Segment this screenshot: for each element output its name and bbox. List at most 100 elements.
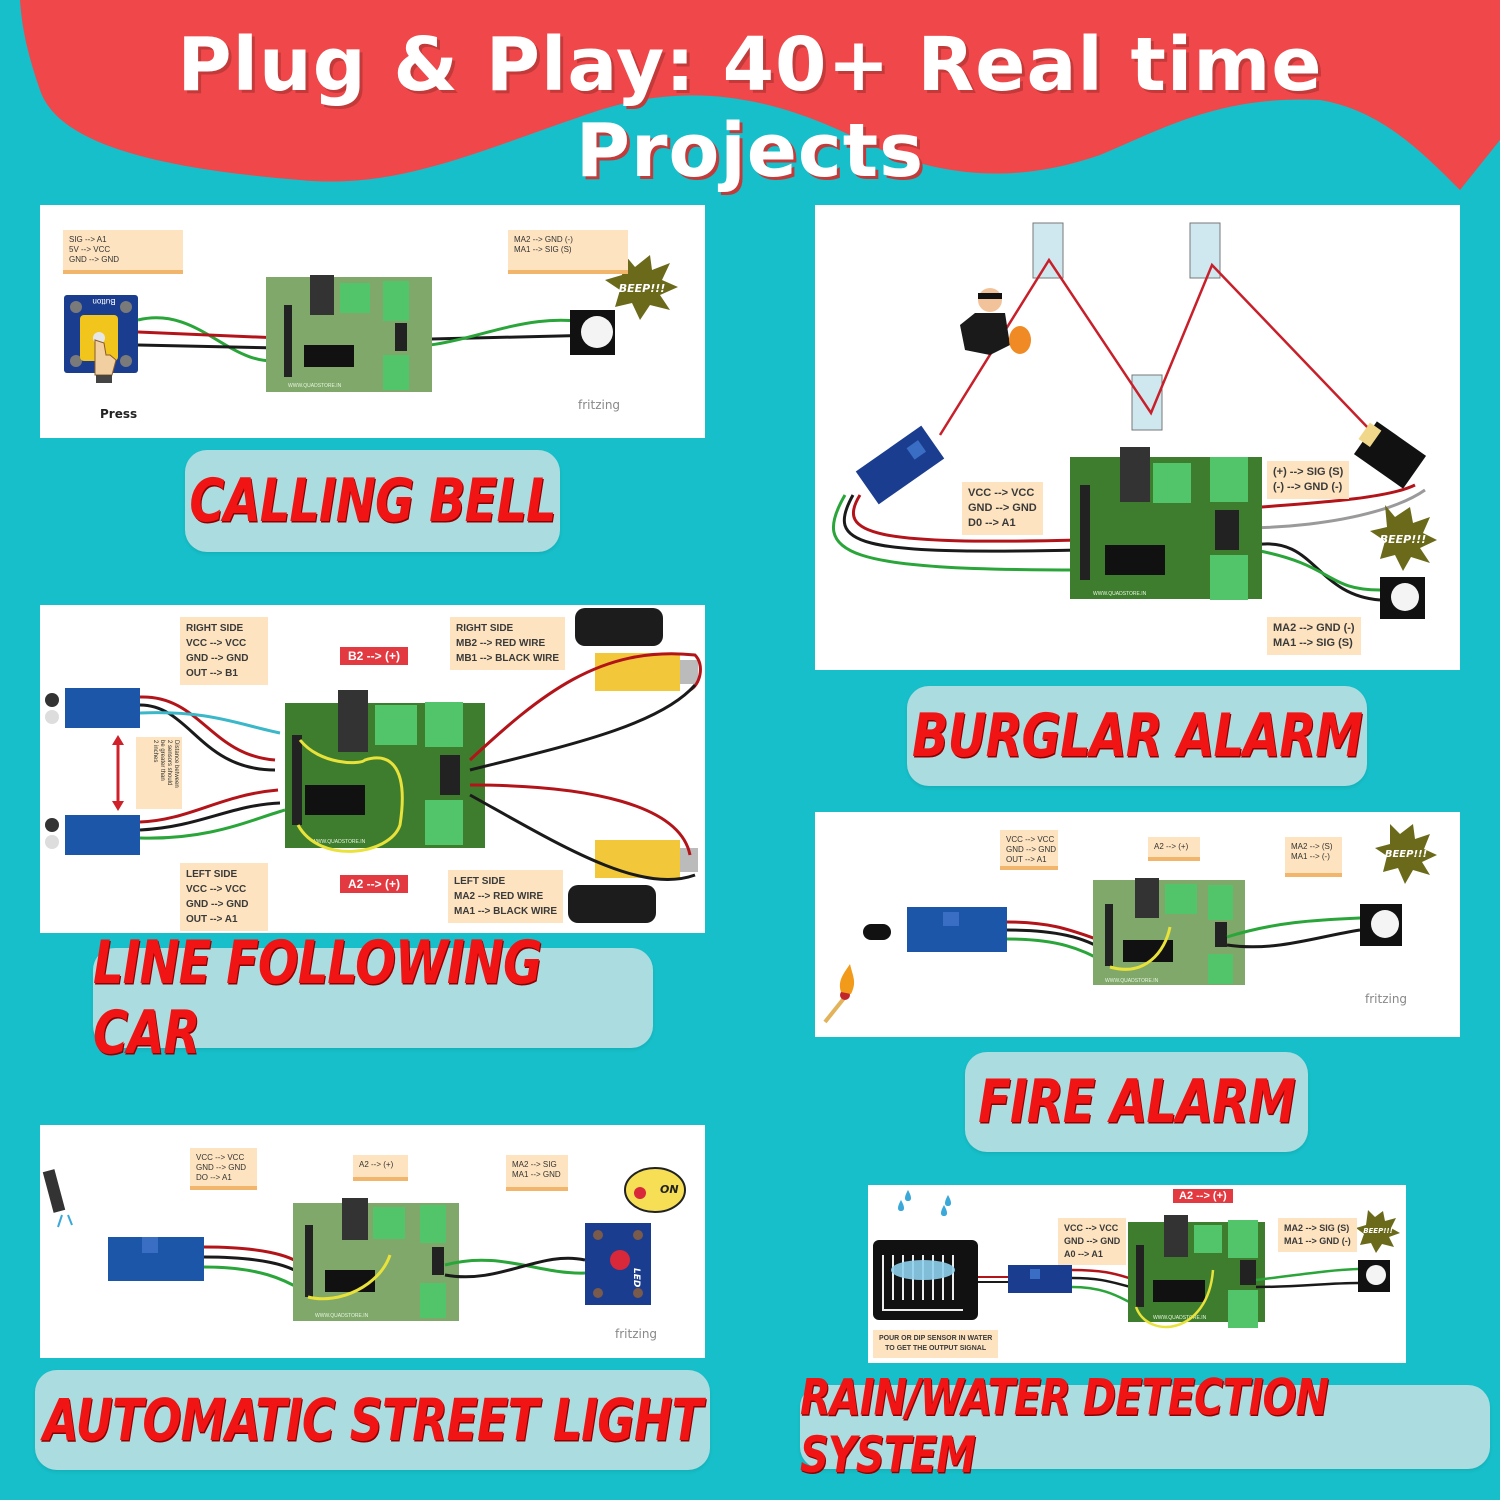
- sensor-note-left: LEFT SIDE VCC --> VCC GND --> GND OUT --…: [180, 863, 268, 931]
- burglar-alarm-diagram: WWW.QUADSTORE.IN BEEP!!! VCC --> VCC GND…: [815, 205, 1460, 670]
- motor-left: [568, 840, 698, 923]
- qbox-board: WWW.QUADSTORE.IN: [285, 690, 485, 848]
- wire-red-3: [468, 652, 702, 762]
- wire-black-3: [469, 684, 697, 772]
- rain-sensor-plate: [873, 1240, 978, 1320]
- matchstick-flame-icon: [823, 964, 855, 1024]
- thief-icon: [960, 288, 1031, 355]
- svg-text:ON: ON: [660, 1183, 679, 1196]
- board-label: WWW.QUADSTORE.IN: [312, 839, 366, 845]
- ir-sensor-right: [45, 688, 140, 728]
- motor-note-left: LEFT SIDE MA2 --> RED WIRE MA1 --> BLACK…: [448, 870, 564, 923]
- beep-burst-icon: BEEP!!!: [1375, 824, 1437, 884]
- wire-green-2: [1254, 548, 1381, 592]
- connection-note-right: MA2 --> SIG (S) MA1 --> GND (-): [1278, 1218, 1357, 1252]
- svg-text:BEEP!!!: BEEP!!!: [619, 282, 666, 295]
- connection-note-left: VCC --> VCC GND --> GND D0 --> A1: [962, 482, 1043, 535]
- buzzer-module: [1358, 1260, 1390, 1292]
- wire-green: [139, 808, 286, 840]
- connection-note-mid: A2 --> (+): [1148, 837, 1200, 861]
- svg-text:BEEP!!!: BEEP!!!: [1380, 533, 1427, 546]
- wire-black: [1006, 928, 1108, 954]
- wire-green-2: [1255, 1267, 1359, 1282]
- board-label: WWW.QUADSTORE.IN: [1105, 978, 1159, 984]
- calling-bell-title: CALLING BELL: [185, 450, 560, 552]
- wire-green-2: [1226, 916, 1361, 939]
- button-module-label: Button: [92, 297, 115, 306]
- header-banner: [20, 0, 1500, 190]
- rain-detection-title: RAIN/WATER DETECTION SYSTEM: [800, 1370, 1490, 1485]
- svg-text:BEEP!!!: BEEP!!!: [1385, 849, 1427, 860]
- wire-black-2: [1226, 928, 1361, 949]
- fire-alarm-title: FIRE ALARM: [965, 1052, 1308, 1152]
- board-label: WWW.QUADSTORE.IN: [288, 383, 342, 389]
- motor-note-right: RIGHT SIDE MB2 --> RED WIRE MB1 --> BLAC…: [450, 617, 566, 670]
- sensor-note-right: RIGHT SIDE VCC --> VCC GND --> GND OUT -…: [180, 617, 268, 685]
- qbox-board: WWW.QUADSTORE.IN: [1128, 1215, 1265, 1328]
- wire-yellow: [307, 1254, 392, 1301]
- connection-note-left: VCC --> VCC GND --> GND OUT --> A1: [1000, 830, 1058, 870]
- wire-cyan: [139, 711, 281, 735]
- connection-note-left: VCC --> VCC GND --> GND DO --> A1: [190, 1148, 257, 1190]
- wire-black-2: [1254, 542, 1381, 602]
- board-label: WWW.QUADSTORE.IN: [1153, 1315, 1207, 1321]
- beep-burst-icon: BEEP!!!: [1370, 505, 1437, 571]
- svg-text:BEEP!!!: BEEP!!!: [1363, 1227, 1393, 1235]
- led-module: [585, 1223, 651, 1305]
- wire-green: [137, 316, 285, 363]
- ldr-sensor-module: [855, 425, 945, 505]
- press-label: Press: [100, 407, 138, 421]
- fritzing-watermark: fritzing: [615, 1327, 658, 1341]
- connection-note-bottom: POUR OR DIP SENSOR IN WATER TO GET THE O…: [873, 1330, 999, 1358]
- wire-black: [842, 494, 1081, 553]
- calling-bell-diagram: Button WWW.QUADSTORE.IN BEEP!!!: [40, 205, 705, 438]
- buzzer-module: [570, 310, 615, 355]
- water-drops-icon: [898, 1190, 951, 1216]
- wire-red-2: [139, 788, 279, 824]
- mirror: [1131, 374, 1163, 431]
- buzzer-module: [1360, 904, 1402, 946]
- ldr-sensor-module: [108, 1237, 204, 1281]
- wire-black: [139, 703, 276, 772]
- flashlight-icon: [42, 1169, 73, 1228]
- motor-right: [575, 608, 698, 691]
- laser-beam: [938, 257, 1371, 436]
- wire-red: [139, 695, 276, 762]
- led-label: LED: [631, 1268, 641, 1288]
- beep-burst-icon: BEEP!!!: [1356, 1210, 1400, 1253]
- wire-black-4: [469, 793, 696, 881]
- on-speech-bubble: ON: [624, 1167, 686, 1213]
- rain-control-module: [1008, 1265, 1072, 1293]
- fritzing-watermark: fritzing: [578, 398, 621, 412]
- qbox-board: WWW.QUADSTORE.IN: [293, 1198, 459, 1321]
- wire-green: [1071, 1285, 1137, 1307]
- connection-note-right-bottom: MA2 --> GND (-) MA1 --> SIG (S): [1267, 617, 1361, 655]
- board-label: WWW.QUADSTORE.IN: [315, 1313, 369, 1319]
- qbox-board: WWW.QUADSTORE.IN: [1070, 447, 1262, 600]
- line-following-car-diagram: WWW.QUADSTORE.IN RIGHT SIDE VCC --> VCC …: [40, 605, 705, 933]
- connection-note-right-top: (+) --> SIG (S) (-) --> GND (-): [1267, 461, 1350, 499]
- connection-note-right: MA2 --> (S) MA1 --> (-): [1285, 837, 1342, 877]
- line-following-car-title: LINE FOLLOWING CAR: [93, 928, 653, 1068]
- wire-red: [851, 494, 1081, 543]
- header-red-wave: [20, 0, 1500, 190]
- wire-green-2: [444, 1258, 586, 1275]
- burglar-alarm-title: BURGLAR ALARM: [907, 686, 1367, 786]
- flame-sensor-module: [863, 907, 1007, 952]
- distance-arrow-icon: [112, 735, 124, 811]
- distance-note: Distance between 2 sensors should be gre…: [136, 737, 182, 809]
- wire-yellow: [296, 739, 404, 853]
- wire-red-4: [469, 783, 692, 856]
- tag-b2: B2 --> (+): [340, 647, 409, 665]
- tag-a2: A2 --> (+): [340, 875, 409, 893]
- wire-yellow: [1134, 1269, 1215, 1329]
- wire-yellow: [1109, 926, 1172, 971]
- rain-detection-diagram: WWW.QUADSTORE.IN BEEP!!! A2 --> (+) VCC …: [868, 1185, 1406, 1363]
- fire-alarm-diagram: WWW.QUADSTORE.IN BEEP!!! VCC --> VCC GND…: [815, 812, 1460, 1037]
- ir-sensor-left: [45, 815, 140, 855]
- connection-note-left: VCC --> VCC GND --> GND A0 --> A1: [1058, 1218, 1127, 1265]
- fritzing-watermark: fritzing: [1365, 992, 1408, 1006]
- wire-green: [203, 1265, 303, 1292]
- wire-black: [137, 343, 281, 350]
- wire-black-2: [139, 801, 281, 832]
